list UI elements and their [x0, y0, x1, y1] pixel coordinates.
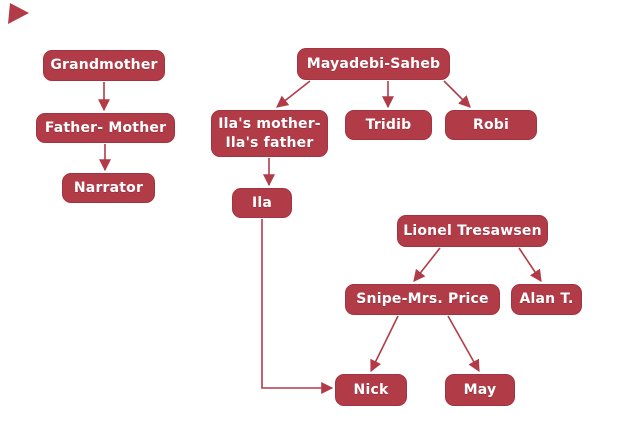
- node-snipe-mrs-price: Snipe-Mrs. Price: [345, 284, 500, 315]
- corner-triangle-icon: [8, 3, 29, 24]
- node-lionel-tresawsen: Lionel Tresawsen: [397, 215, 548, 247]
- edge-snipe-to-may: [447, 315, 480, 373]
- node-father-mother: Father- Mother: [36, 113, 175, 143]
- edge-mayadebi-to-robi: [443, 80, 471, 108]
- node-mayadebi-saheb: Mayadebi-Saheb: [297, 48, 450, 80]
- node-narrator: Narrator: [62, 173, 155, 203]
- node-ilas-parents: Ila's mother- Ila's father: [211, 110, 328, 157]
- edge-lionel-to-alan-t: [518, 247, 542, 282]
- node-tridib: Tridib: [345, 110, 432, 140]
- node-alan-t: Alan T.: [511, 284, 582, 315]
- edge-lionel-to-snipe: [413, 247, 441, 282]
- edge-mayadebi-to-ilas-parents: [276, 80, 311, 108]
- node-nick: Nick: [335, 374, 407, 406]
- node-may: May: [445, 374, 515, 406]
- node-robi: Robi: [445, 110, 537, 140]
- node-grandmother: Grandmother: [43, 50, 165, 81]
- edge-ila-to-nick: [261, 219, 334, 394]
- edge-snipe-to-nick: [370, 315, 399, 373]
- node-ila: Ila: [232, 188, 292, 218]
